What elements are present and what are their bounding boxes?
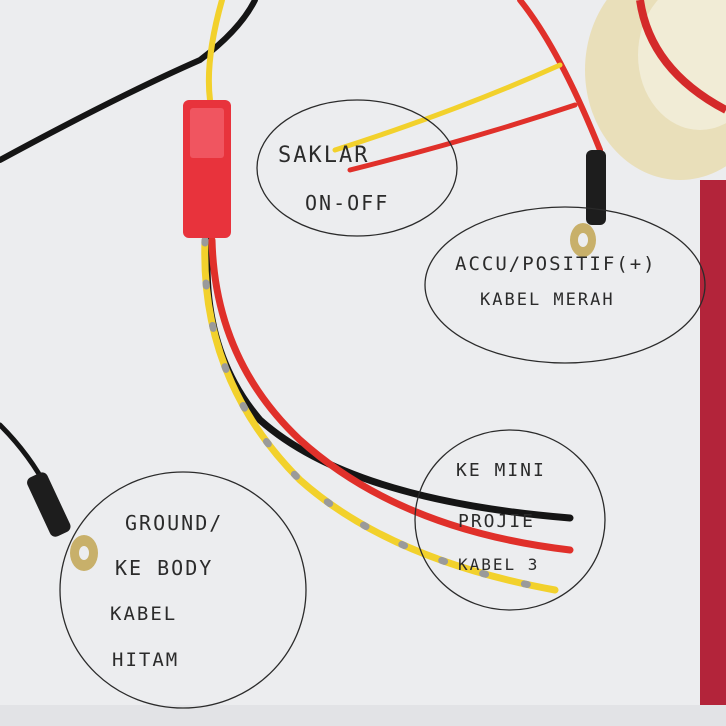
switch-label-line1: SAKLAR xyxy=(278,143,369,168)
ring-terminal-positive xyxy=(570,150,606,257)
ground-label-line3: KABEL xyxy=(110,603,177,625)
tape-roll xyxy=(585,0,726,180)
ground-label-line1: GROUND/ xyxy=(125,511,223,535)
yellow-wire xyxy=(201,0,563,594)
circle-switch xyxy=(256,99,458,237)
ground-label-line4: HITAM xyxy=(112,649,179,671)
switch-label-line2: ON-OFF xyxy=(305,191,389,215)
ground-label-line2: KE BODY xyxy=(115,556,213,580)
circle-accu xyxy=(424,206,706,364)
ring-terminal-ground xyxy=(27,472,98,571)
mini-label-line2: PROJIE xyxy=(458,511,535,532)
mini-label-line1: KE MINI xyxy=(456,460,546,481)
paper-shadow-bottom xyxy=(0,705,726,726)
red-fabric-edge xyxy=(700,180,726,726)
accu-label-line1: ACCU/POSITIF(+) xyxy=(455,253,657,275)
mini-label-line3: KABEL 3 xyxy=(458,555,539,574)
circle-ground xyxy=(59,471,307,709)
accu-label-line2: KABEL MERAH xyxy=(480,290,615,310)
circle-mini-projie xyxy=(414,429,606,611)
red-connector xyxy=(183,100,231,238)
